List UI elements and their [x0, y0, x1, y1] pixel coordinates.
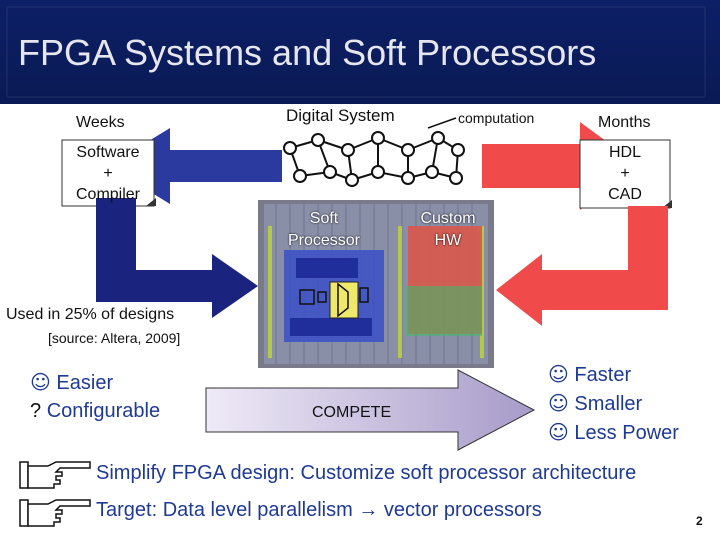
page-number: 2 — [696, 514, 703, 528]
smile-icon: ☺ — [30, 370, 51, 394]
page-title: FPGA Systems and Soft Processors — [18, 32, 597, 73]
title-bar — [0, 0, 720, 104]
smaller-item: ☺ Smaller — [548, 391, 643, 415]
bullet-target: Target: Data level parallelism → vector … — [96, 499, 542, 521]
computation-label: computation — [458, 110, 535, 126]
smile-icon: ☺ — [548, 420, 569, 444]
months-label: Months — [598, 114, 651, 131]
soft-processor-label: Soft Processor — [287, 210, 361, 249]
pointing-hand-icon — [19, 461, 91, 489]
digital-system-graph — [283, 131, 465, 187]
question-icon: ? — [30, 400, 42, 422]
configurable-item: ? Configurable — [30, 400, 161, 422]
custom-hw-label: Custom HW — [420, 210, 476, 249]
weeks-label: Weeks — [76, 114, 125, 131]
easier-item: ☺ Easier — [30, 370, 114, 394]
compete-label: COMPETE — [312, 404, 392, 421]
source-citation: [source: Altera, 2009] — [48, 330, 181, 346]
software-box — [61, 139, 155, 207]
compete-arrow — [205, 369, 536, 451]
bullet-simplify: Simplify FPGA design: Customize soft pro… — [96, 462, 637, 484]
usage-statistic: Used in 25% of designs — [6, 306, 175, 323]
smile-icon: ☺ — [548, 362, 569, 386]
left-return-arrow — [96, 198, 258, 318]
less-power-item: ☺ Less Power — [548, 420, 679, 444]
right-return-arrow — [496, 206, 668, 326]
fpga-chip — [258, 200, 494, 368]
hdl-cad-text: HDL + CAD — [608, 144, 642, 203]
digital-system-label: Digital System — [286, 106, 395, 125]
hdl-box — [579, 139, 671, 209]
faster-item: ☺ Faster — [548, 362, 632, 386]
software-compiler-text: Software + Compiler — [75, 144, 140, 203]
smile-icon: ☺ — [548, 391, 569, 415]
pointing-hand-icon — [19, 499, 91, 527]
computation-pointer — [427, 117, 457, 129]
